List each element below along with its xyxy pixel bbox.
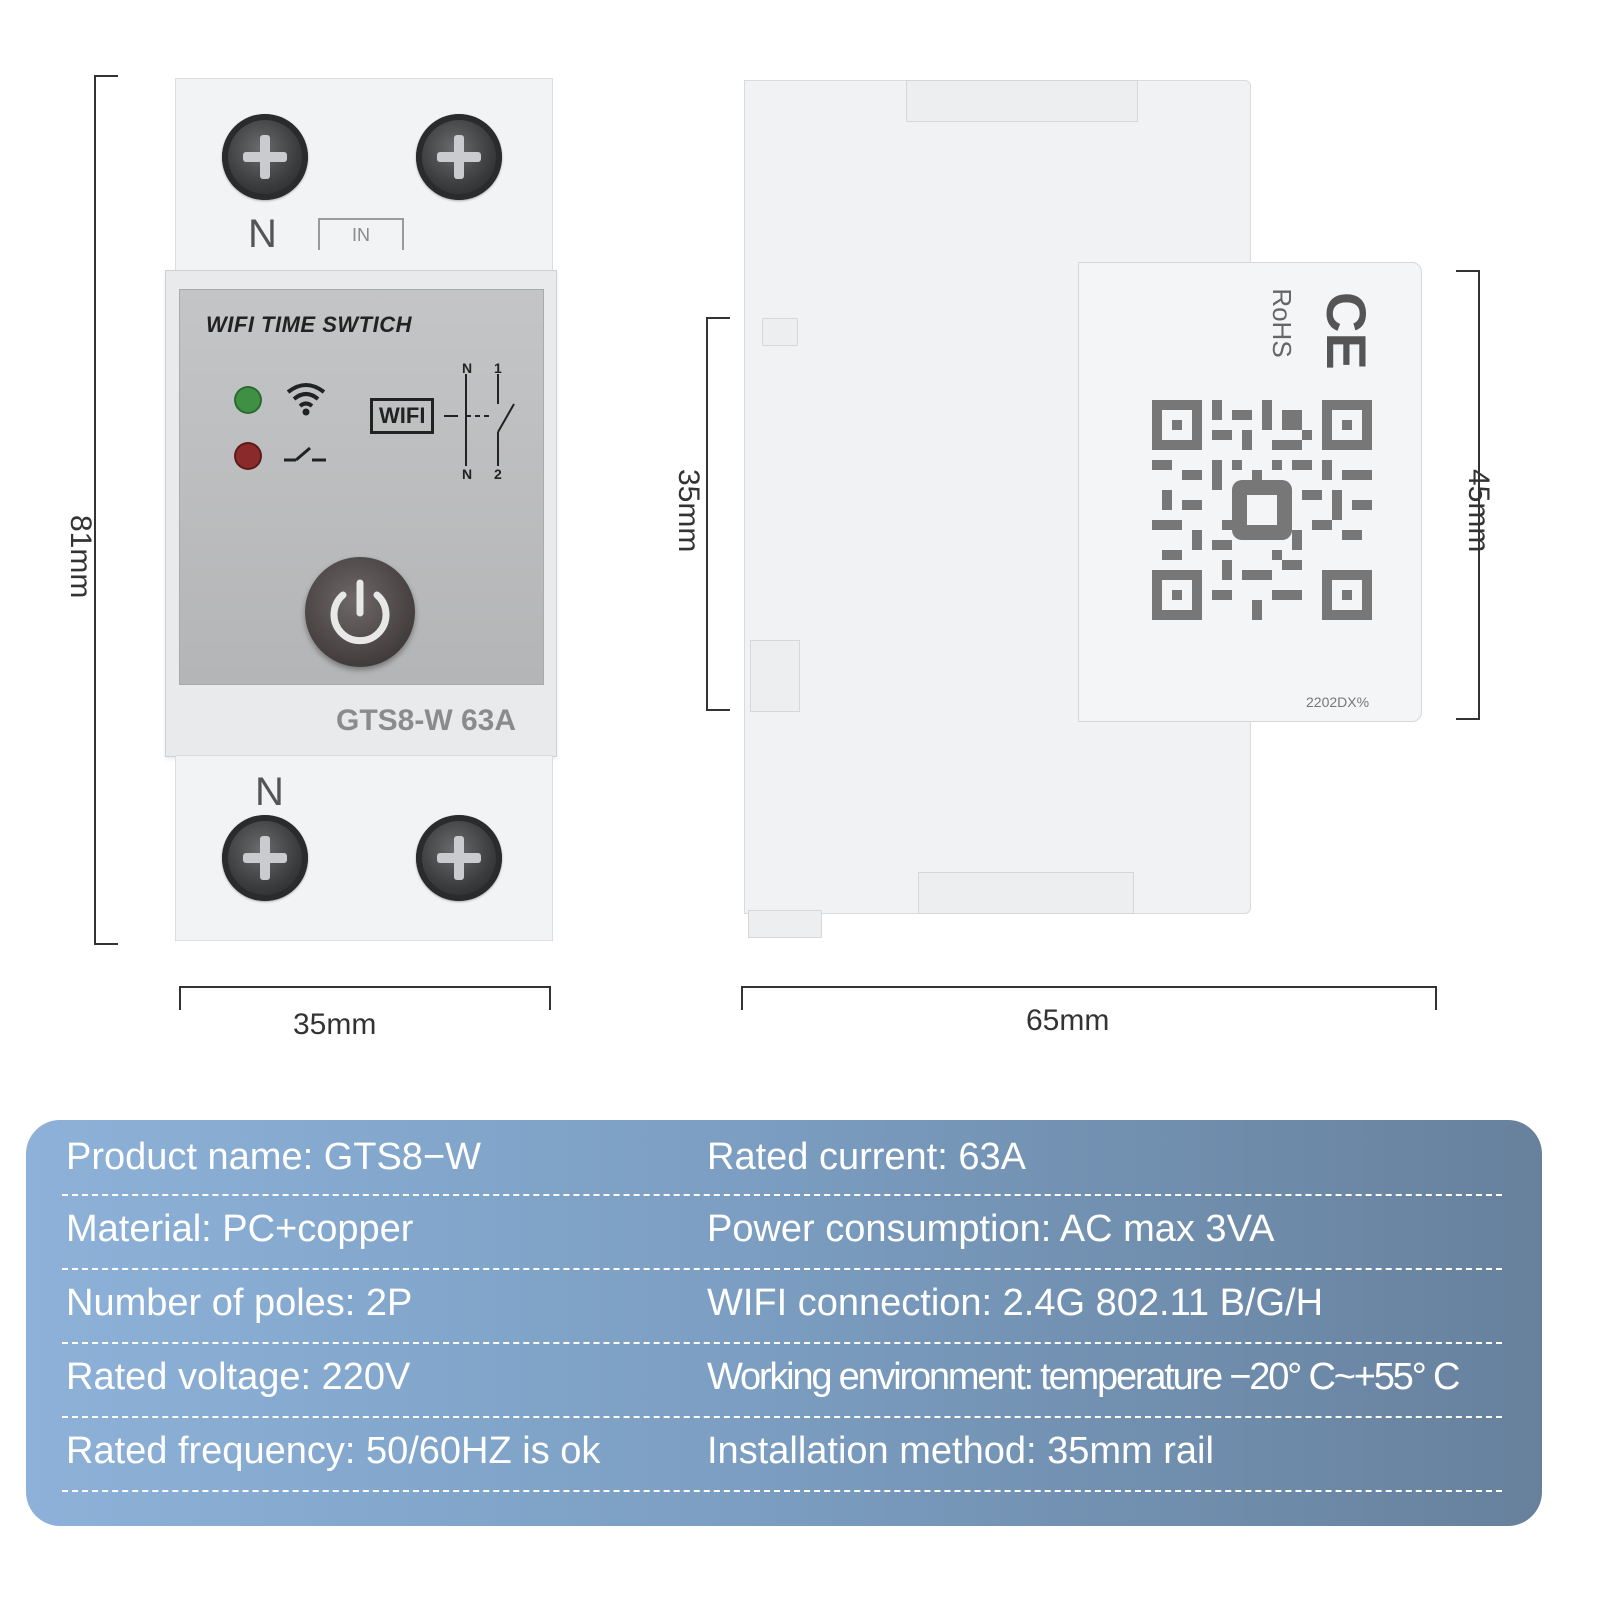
- circuit-diagram-icon: [444, 374, 515, 466]
- spec-row: Rated voltage: 220V Working environment:…: [62, 1342, 1502, 1418]
- pole-2: 2: [494, 466, 502, 482]
- screw-icon: [222, 815, 308, 901]
- spec-row: Product name: GTS8−W Rated current: 63A: [62, 1120, 1502, 1196]
- front-width-dimension: [179, 986, 551, 1010]
- spec-number-of-poles: Number of poles: 2P: [66, 1282, 413, 1324]
- spec-rated-current: Rated current: 63A: [707, 1136, 1026, 1178]
- status-led-green: [236, 388, 260, 412]
- in-label: IN: [352, 225, 370, 245]
- spec-wifi-connection: WIFI connection: 2.4G 802.11 B/G/H: [707, 1282, 1324, 1324]
- side-rail-clip-bottom: [750, 640, 800, 712]
- pole-n-bottom: N: [462, 466, 473, 482]
- front-height-dimension: [94, 75, 118, 945]
- rohs-mark: RoHS: [1267, 288, 1297, 358]
- spec-material: Material: PC+copper: [66, 1208, 414, 1250]
- terminal-top-label: N: [248, 212, 277, 256]
- side-top-notch: [906, 80, 1138, 122]
- side-height-dimension: [1456, 270, 1480, 720]
- switch-icon: [284, 446, 326, 462]
- side-bottom-notch: [918, 872, 1134, 914]
- side-height-label: 45mm: [1462, 469, 1495, 553]
- batch-code: 2202DX%: [1306, 694, 1370, 710]
- front-height-label: 81mm: [64, 515, 97, 599]
- side-depth-label: 65mm: [1026, 1004, 1110, 1037]
- ce-mark: CE: [1315, 292, 1378, 370]
- spec-rated-frequency: Rated frequency: 50/60HZ is ok: [66, 1430, 601, 1472]
- panel-title: WIFI TIME SWTICH: [206, 312, 412, 337]
- power-button[interactable]: [305, 557, 415, 667]
- side-rail-clip-top: [762, 318, 798, 346]
- pole-1: 1: [494, 360, 502, 376]
- screw-icon: [416, 815, 502, 901]
- spec-installation-method: Installation method: 35mm rail: [707, 1430, 1214, 1472]
- wifi-badge: WIFI: [370, 398, 435, 434]
- spec-product-name: Product name: GTS8−W: [66, 1136, 481, 1178]
- wifi-icon: [286, 383, 326, 416]
- pole-n-top: N: [462, 360, 473, 376]
- model-label: GTS8-W 63A: [336, 704, 517, 737]
- side-latch: [748, 910, 822, 938]
- qr-code-icon: [1152, 400, 1372, 620]
- status-led-red: [236, 444, 260, 468]
- screw-icon: [416, 114, 502, 200]
- control-panel: [179, 289, 544, 685]
- spec-row: Material: PC+copper Power consumption: A…: [62, 1194, 1502, 1270]
- in-arrow-icon: IN: [318, 218, 404, 250]
- side-rail-label: 35mm: [672, 469, 705, 553]
- spec-row: Number of poles: 2P WIFI connection: 2.4…: [62, 1268, 1502, 1344]
- power-icon: [330, 579, 390, 645]
- spec-working-environment: Working environment: temperature −20° C~…: [707, 1356, 1460, 1398]
- spec-rated-voltage: Rated voltage: 220V: [66, 1356, 411, 1398]
- spec-row: Rated frequency: 50/60HZ is ok Installat…: [62, 1416, 1502, 1492]
- side-rail-dimension: [706, 317, 730, 711]
- side-depth-dimension: [741, 986, 1437, 1010]
- terminal-bottom-label: N: [255, 770, 284, 814]
- spec-card: Product name: GTS8−W Rated current: 63A …: [26, 1120, 1542, 1526]
- spec-power-consumption: Power consumption: AC max 3VA: [707, 1208, 1275, 1250]
- front-width-label: 35mm: [293, 1008, 377, 1041]
- screw-icon: [222, 114, 308, 200]
